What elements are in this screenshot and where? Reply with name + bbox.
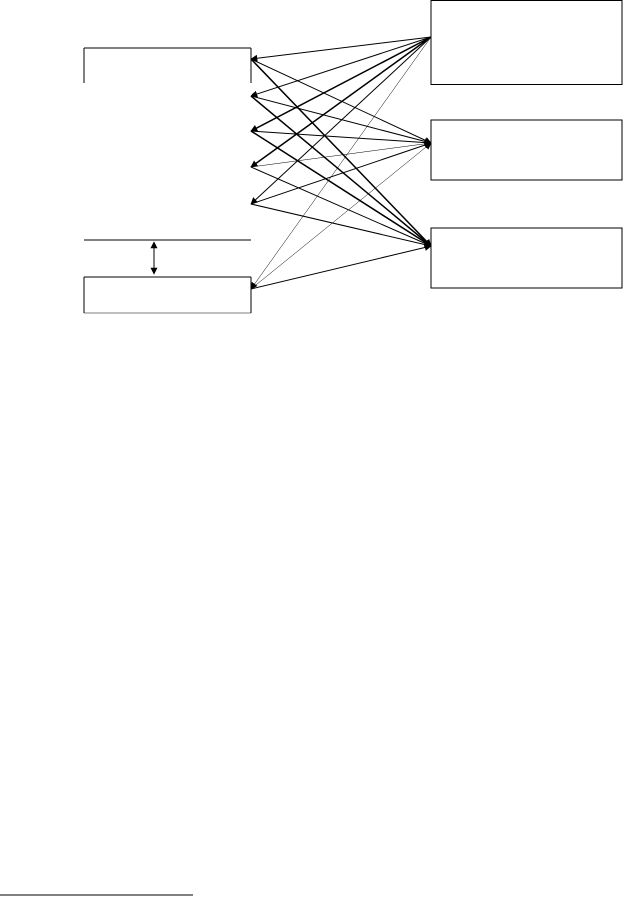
path-arrow-d-r3	[250, 166, 432, 247]
path-arrow-a-r3	[250, 58, 432, 247]
path-arrow-r1-a	[250, 36, 432, 62]
right-box-3	[430, 227, 623, 289]
path-arrow-e-r2	[250, 141, 432, 205]
path-arrow-r1-d	[250, 36, 432, 168]
path-arrow-r1-f	[250, 36, 432, 290]
path-arrow-c-r2	[250, 130, 432, 147]
path-arrow-f-r3	[250, 244, 432, 290]
path-arrow-b-r3	[250, 95, 432, 247]
right-box-2	[430, 119, 623, 181]
path-arrow-c-r3	[250, 130, 432, 247]
path-arrow-e-r3	[250, 203, 432, 248]
path-arrow-r1-c	[250, 36, 432, 132]
path-arrow-b-r2	[250, 95, 432, 145]
left-bottom-box	[83, 276, 252, 314]
path-arrow-a-r2	[250, 58, 432, 144]
path-arrow-r1-e	[250, 36, 432, 205]
path-arrow-d-r2	[250, 140, 432, 168]
indicator-stubs	[251, 92, 255, 205]
path-arrow-f-r2	[250, 142, 432, 290]
left-top-box	[83, 47, 252, 83]
path-arrow-r1-b	[250, 36, 432, 98]
right-box-1	[430, 0, 623, 85]
path-arrows	[250, 36, 432, 290]
